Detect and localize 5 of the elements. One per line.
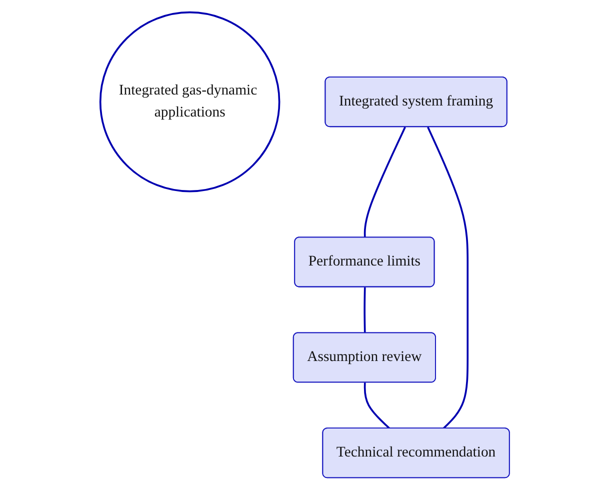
connector	[427, 126, 469, 430]
connector	[364, 287, 366, 334]
node-circle: Integrated gas-dynamic applications	[100, 11, 280, 192]
connector	[364, 126, 406, 238]
connector	[364, 382, 390, 430]
